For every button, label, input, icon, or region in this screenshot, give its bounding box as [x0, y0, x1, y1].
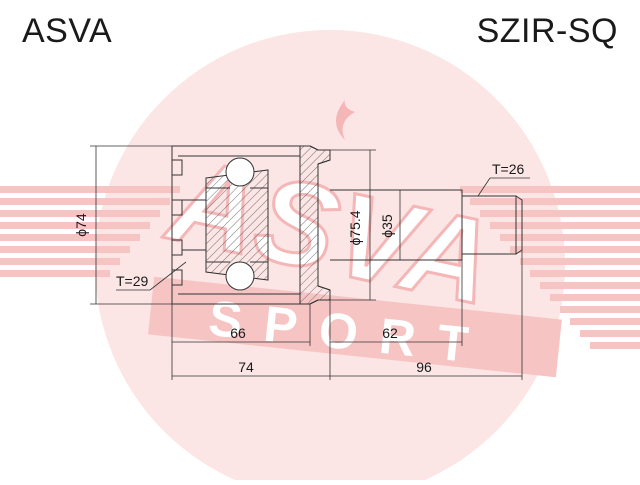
flame-icon — [336, 100, 355, 140]
label-stem-length: 62 — [382, 325, 398, 341]
stem-tip — [515, 195, 523, 255]
label-housing-depth: 66 — [230, 325, 246, 341]
watermark-band — [148, 276, 562, 378]
label-total-stem: 96 — [416, 359, 432, 375]
stem-spline — [462, 195, 517, 255]
label-stem-diameter: ϕ35 — [379, 214, 395, 238]
label-total-housing: 74 — [238, 359, 254, 375]
label-outer-diameter: ϕ74 — [73, 213, 89, 237]
spline-hub — [182, 199, 207, 251]
label-outer-teeth: T=26 — [492, 161, 525, 177]
label-housing-diameter: ϕ75.4 — [347, 210, 363, 245]
brand-title: ASVA — [22, 12, 113, 50]
part-outline — [171, 145, 523, 305]
label-inner-teeth: T=29 — [116, 273, 149, 289]
dimension-labels: ϕ74 ϕ75.4 ϕ35 T=29 T=26 66 62 74 96 — [73, 161, 525, 375]
ball-bottom — [225, 261, 255, 291]
ball-top — [225, 157, 255, 187]
watermark-stripes — [0, 186, 640, 349]
watermark-circle — [95, 30, 565, 485]
part-number: SZIR-SQ — [476, 12, 618, 50]
dimension-lines — [90, 145, 530, 380]
inner-cavity — [178, 155, 300, 295]
stem — [330, 189, 463, 261]
flange-steps — [172, 159, 183, 286]
cage — [206, 187, 268, 263]
